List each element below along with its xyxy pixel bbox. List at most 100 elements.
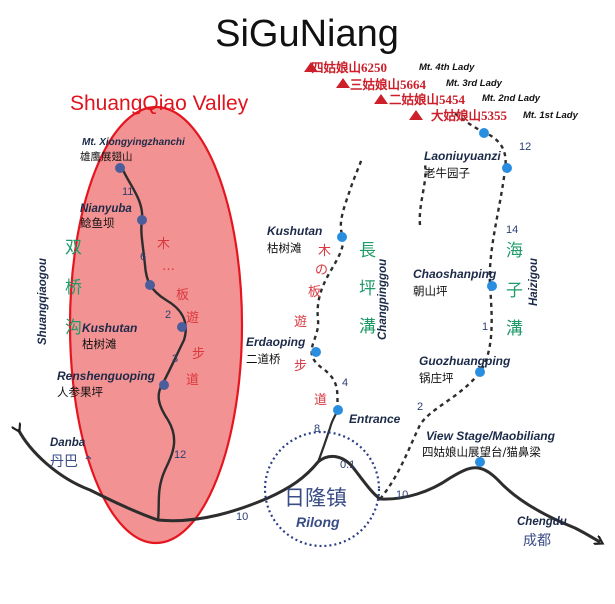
hz-gully-en: Haizigou xyxy=(528,258,540,306)
dist-hz-1: 1 xyxy=(482,321,488,333)
sq-gully-zh-3: 沟 xyxy=(65,318,82,338)
sq-trail-char-3: 板 xyxy=(176,288,189,303)
cp-trail-char-6: 道 xyxy=(314,393,327,408)
point-entrance[interactable] xyxy=(333,405,343,415)
map-title: SiGuNiang xyxy=(215,13,399,55)
sq-trail-char-4: 遊 xyxy=(186,311,199,326)
peak-4th-height: 6250 xyxy=(361,60,387,75)
point-renshenguoping[interactable] xyxy=(159,380,169,390)
nianyuba-zh: 鲶鱼坝 xyxy=(80,216,115,230)
laoniu-en: Laoniuyuanzi xyxy=(424,149,501,163)
hz-gully-zh-2: 子 xyxy=(506,281,523,301)
chaoshan-en: Chaoshanping xyxy=(413,267,497,281)
entrance-en: Entrance xyxy=(349,412,401,426)
peak-1st-lady-icon xyxy=(409,110,423,120)
chaoshan-zh: 朝山坪 xyxy=(413,284,448,298)
chengdu-zh: 成都 xyxy=(523,533,551,549)
kushutan-sq-en: Kushutan xyxy=(82,321,137,335)
point-laoniuyuanzi[interactable] xyxy=(502,163,512,173)
sq-trail-char-6: 道 xyxy=(186,373,199,388)
dist-road-east: 10 xyxy=(396,489,408,501)
cp-gully-en: Changpinggou xyxy=(377,259,389,340)
kushutan-sq-zh: 枯树滩 xyxy=(82,337,117,351)
point-erdaoping[interactable] xyxy=(311,347,321,357)
point-chaoshanping[interactable] xyxy=(487,281,497,291)
rilong-en: Rilong xyxy=(296,514,340,530)
point-1st-lady-base[interactable] xyxy=(479,128,489,138)
danba-en: Danba xyxy=(50,437,86,449)
peak-2nd-lady-icon xyxy=(374,94,388,104)
dist-hz-12: 12 xyxy=(519,141,531,153)
kushutan-cp-en: Kushutan xyxy=(267,224,322,238)
svg-text:二姑娘山5454: 二姑娘山5454 xyxy=(389,92,466,107)
sq-trail-char-5: 步 xyxy=(192,347,205,362)
peak-4th-en: Mt. 4th Lady xyxy=(419,62,475,73)
point-nianyuba[interactable] xyxy=(137,215,147,225)
cp-gully-zh-1: 長 xyxy=(359,241,376,261)
sq-gully-en: Shuangqiaogou xyxy=(37,258,49,345)
svg-text:三姑娘山5664: 三姑娘山5664 xyxy=(350,77,427,92)
chengdu-en: Chengdu xyxy=(517,516,567,528)
point-kushutan-changping[interactable] xyxy=(337,232,347,242)
peak-3rd-lady-icon xyxy=(336,78,350,88)
sq-gully-zh-1: 双 xyxy=(65,238,82,258)
nianyuba-en: Nianyuba xyxy=(80,203,132,215)
hz-gully-zh-3: 溝 xyxy=(506,319,523,339)
dist-sq-12: 12 xyxy=(174,449,186,461)
rilong-zh: 日隆镇 xyxy=(284,486,347,510)
renshen-zh: 人参果坪 xyxy=(57,385,103,399)
valley-title: ShuangQiao Valley xyxy=(70,92,249,115)
peak-1st-en: Mt. 1st Lady xyxy=(523,110,579,121)
shuangqiao-road xyxy=(120,167,187,521)
svg-text:四姑娘山6250: 四姑娘山6250 xyxy=(311,60,387,75)
peak-4th-lady-icon xyxy=(304,62,318,72)
point-guozhuangping[interactable] xyxy=(475,367,485,377)
svg-text:大姑娘山5355: 大姑娘山5355 xyxy=(431,108,508,123)
point-kushutan-shuangqiao[interactable] xyxy=(177,322,187,332)
danba-zh: 丹巴 ⌃ xyxy=(50,454,94,470)
point-xiongying[interactable] xyxy=(115,163,125,173)
changping-trail xyxy=(310,157,364,411)
point-mid-valley[interactable] xyxy=(145,280,155,290)
xiongying-zh: 雄鹰展翅山 xyxy=(80,150,133,163)
cp-gully-zh-3: 溝 xyxy=(359,317,376,337)
erdaoping-en: Erdaoping xyxy=(246,335,306,349)
peak-2nd-en: Mt. 2nd Lady xyxy=(482,93,541,104)
peak-2nd-height: 5454 xyxy=(439,92,466,107)
peak-1st-zh: 大姑娘山 xyxy=(431,108,481,123)
cp-trail-char-5: 步 xyxy=(294,359,307,374)
peak-1st-height: 5355 xyxy=(481,108,508,123)
dist-sq-3: 3 xyxy=(172,353,178,365)
dist-cp-8: 8 xyxy=(314,423,320,435)
dist-sq-6: 6 xyxy=(140,251,146,263)
point-viewstage[interactable] xyxy=(475,457,485,467)
viewstage-en: View Stage/Maobiliang xyxy=(426,429,556,443)
sq-gully-zh-2: 桥 xyxy=(65,278,82,298)
guozhuang-zh: 锅庄坪 xyxy=(419,371,454,385)
dist-hz-2: 2 xyxy=(417,401,423,413)
dist-sq-2: 2 xyxy=(165,309,171,321)
dist-sq-11: 11 xyxy=(122,186,133,198)
cp-trail-char-1: 木 xyxy=(318,244,331,259)
main-road xyxy=(18,429,600,542)
renshen-en: Renshenguoping xyxy=(57,369,156,383)
sq-trail-char-2: … xyxy=(162,259,175,274)
dist-road-town: 0.1 xyxy=(340,459,355,471)
dist-cp-4: 4 xyxy=(342,377,348,389)
cp-gully-zh-2: 坪 xyxy=(359,279,376,299)
sq-trail-char-1: 木 xyxy=(157,237,170,252)
peak-2nd-zh: 二姑娘山 xyxy=(389,92,439,107)
cp-trail-char-4: 遊 xyxy=(294,315,307,330)
hz-gully-zh-1: 海 xyxy=(506,241,523,261)
viewstage-zh: 四姑娘山展望台/猫鼻梁 xyxy=(422,445,541,459)
cp-trail-char-3: 板 xyxy=(308,285,321,300)
dist-hz-14: 14 xyxy=(506,224,518,236)
peak-3rd-height: 5664 xyxy=(400,77,427,92)
erdaoping-zh: 二道桥 xyxy=(246,352,281,366)
xiongying-en: Mt. Xiongyingzhanchi xyxy=(82,137,185,148)
rilong-town-circle xyxy=(263,430,381,548)
laoniu-zh: 老牛园子 xyxy=(424,166,470,180)
peak-3rd-en: Mt. 3rd Lady xyxy=(446,78,503,89)
